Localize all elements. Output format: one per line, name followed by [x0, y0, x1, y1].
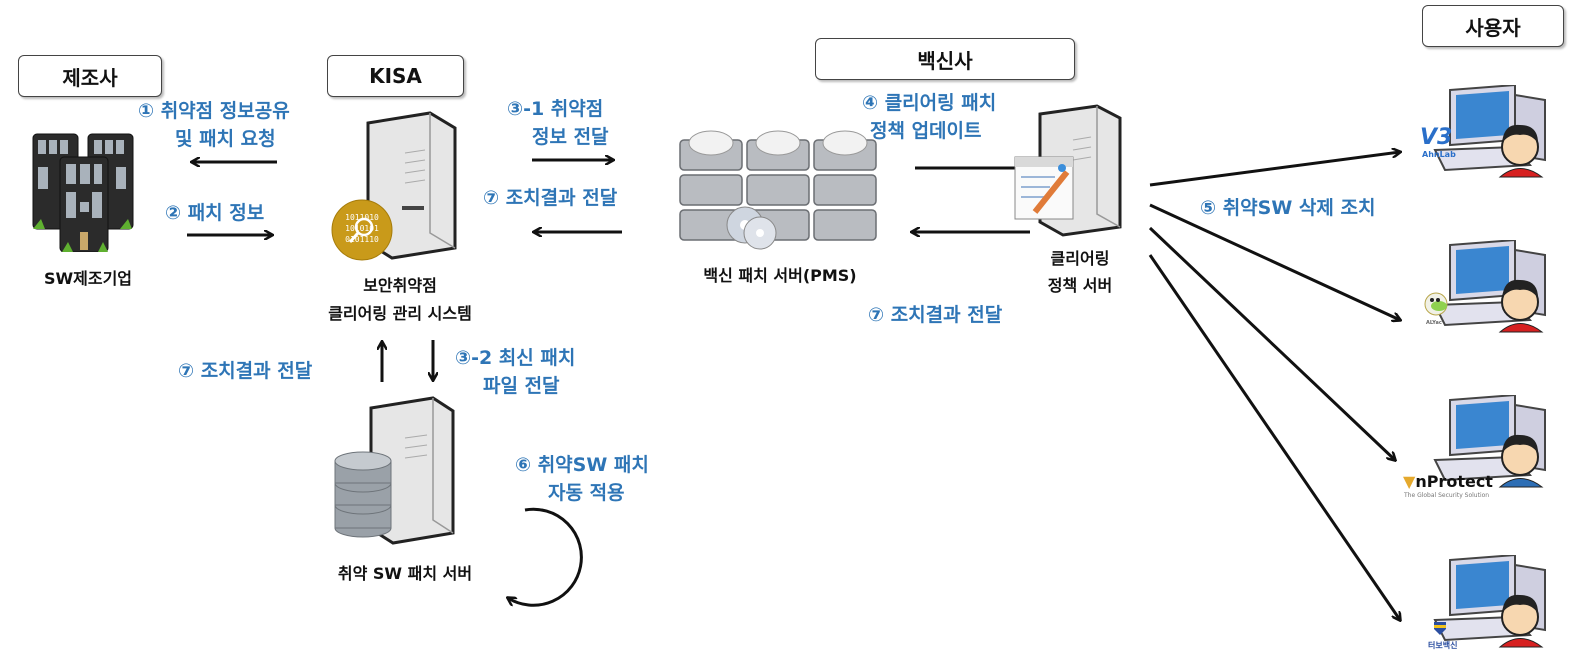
step7-label-pms: ⑦ 조치결과 전달 — [868, 304, 1003, 326]
nprotect-shield-icon: ▼ — [1403, 472, 1416, 491]
svg-text:0101110: 0101110 — [345, 235, 379, 244]
header-kisa: KISA — [327, 55, 464, 97]
turbo-vaccine-logo-text: 터보백신 — [1428, 641, 1458, 650]
clearing-policy-server-icon — [1014, 104, 1122, 237]
step5-label: ⑤ 취약SW 삭제 조치 — [1200, 197, 1376, 219]
step1-label-1: ① 취약점 정보공유 — [138, 100, 290, 122]
step4-label-2: 정책 업데이트 — [870, 120, 982, 142]
arrow-to-user-1 — [1149, 152, 1400, 187]
svg-text:1010101: 1010101 — [345, 224, 379, 233]
step3-1-label-2: 정보 전달 — [532, 126, 609, 148]
header-vaccine: 백신사 — [815, 38, 1075, 80]
buildings-icon — [32, 133, 134, 252]
kisa-system-label-2: 클리어링 관리 시스템 — [328, 304, 472, 323]
sw-maker-label: SW제조기업 — [43, 269, 133, 288]
patch-server-icon — [334, 396, 455, 545]
ahnlab-logo: V3 — [1420, 125, 1453, 150]
kisa-server-icon: 1011010 1010101 0101110 — [331, 111, 457, 261]
user-pc-icon-2 — [1434, 240, 1546, 333]
step3-2-label-1: ③-2 최신 패치 — [455, 347, 576, 369]
clearing-server-label-2: 정책 서버 — [1047, 276, 1113, 295]
step6-label-2: 자동 적용 — [548, 482, 625, 504]
alyac-logo-text: ALYac — [1426, 320, 1442, 326]
turbo-vaccine-shield-icon — [1434, 622, 1446, 635]
header-user: 사용자 — [1422, 5, 1564, 47]
step7-label-patch: ⑦ 조치결과 전달 — [178, 360, 313, 382]
user-pc-icon-3 — [1434, 395, 1546, 488]
step6-label-1: ⑥ 취약SW 패치 — [515, 454, 649, 476]
arrow-to-user-2 — [1149, 203, 1400, 320]
ahnlab-logo-text: AhnLab — [1422, 150, 1456, 159]
user-pc-icon-4 — [1434, 555, 1546, 648]
header-manufacturer: 제조사 — [18, 55, 162, 97]
patch-server-label: 취약 SW 패치 서버 — [337, 564, 473, 583]
arrow-to-user-4 — [1148, 254, 1400, 620]
clearing-server-label-1: 클리어링 — [1050, 249, 1110, 268]
step3-2-label-2: 파일 전달 — [483, 375, 560, 397]
step4-label-1: ④ 클리어링 패치 — [862, 92, 997, 114]
nprotect-logo: ▼nProtect — [1403, 472, 1493, 491]
nprotect-tagline: The Global Security Solution — [1404, 492, 1490, 499]
pms-server-cluster-icon — [679, 130, 877, 250]
step7-label-kisa: ⑦ 조치결과 전달 — [483, 187, 618, 209]
kisa-system-label-1: 보안취약점 — [363, 276, 437, 295]
nprotect-logo-text: nProtect — [1415, 472, 1493, 491]
svg-text:1011010: 1011010 — [345, 213, 379, 222]
step1-label-2: 및 패치 요청 — [175, 128, 276, 150]
alyac-logo-icon — [1424, 292, 1448, 316]
arrow-to-user-3 — [1148, 226, 1395, 460]
pms-label: 백신 패치 서버(PMS) — [703, 266, 857, 285]
user-pc-icon-1 — [1434, 85, 1546, 178]
step2-label: ② 패치 정보 — [165, 202, 265, 224]
step3-1-label-1: ③-1 취약점 — [507, 98, 604, 120]
arrow-auto-apply-loop — [508, 507, 583, 607]
